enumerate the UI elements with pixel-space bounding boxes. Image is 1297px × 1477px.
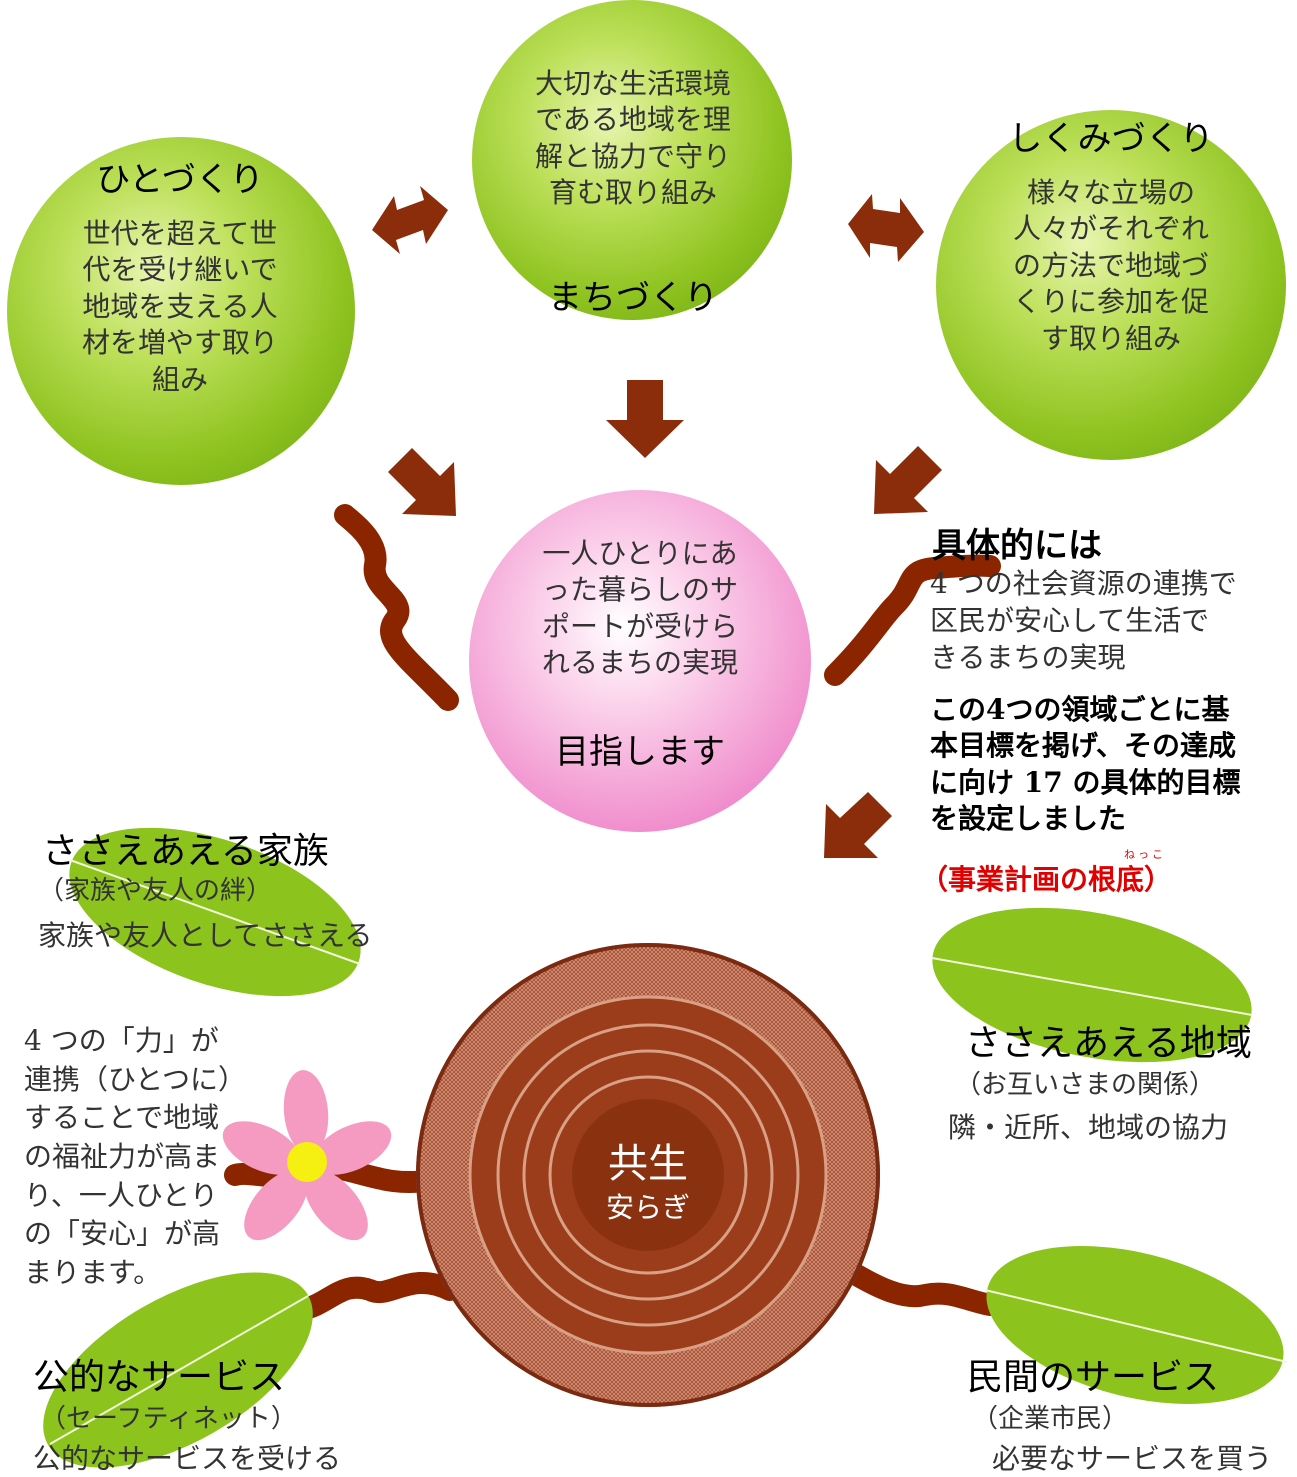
leaf-family <box>69 827 361 997</box>
concrete-red: （事業計画の根底） <box>920 863 1173 896</box>
private-sub: （企業市民） <box>972 1404 1129 1434</box>
machi-body: 大切な生活環境 である地域を理 解と協力で守り 育む取り組み <box>534 67 731 210</box>
arrow-hito-machi <box>372 186 448 254</box>
arrow-machi-shikumi <box>848 194 924 262</box>
private-title: 民間のサービス <box>967 1357 1220 1398</box>
region-sub: （お互いさまの関係） <box>955 1070 1216 1100</box>
family-desc: 家族や友人としてささえる <box>38 919 373 952</box>
goal-title: 目指します <box>555 732 725 772</box>
region-title: ささえあえる地域 <box>965 1023 1252 1064</box>
circle-machizukuri <box>472 0 792 320</box>
trunk <box>416 943 880 1407</box>
machi-title: まちづくり <box>548 278 718 318</box>
trunk-title: 共生 <box>608 1141 688 1187</box>
family-title: ささえあえる家族 <box>42 831 329 872</box>
leaf-private <box>984 1246 1288 1404</box>
trunk-subtitle: 安らぎ <box>605 1191 690 1224</box>
public-desc: 公的なサービスを受ける <box>33 1442 342 1475</box>
arrow-hito-down <box>388 448 456 516</box>
family-sub: （家族や友人の絆） <box>38 876 273 906</box>
arrow-shikumi-down <box>874 446 942 514</box>
region-desc: 隣・近所、地域の協力 <box>948 1111 1229 1144</box>
circle-hitozukuri <box>7 137 355 485</box>
circle-shikumizukuri <box>936 110 1286 460</box>
hito-title: ひとづくり <box>96 160 264 200</box>
side-note: 4 つの「力」が 連携（ひとつに） することで地域 の福祉力が高ま り、一人ひと… <box>24 1024 247 1289</box>
flower <box>222 1070 392 1241</box>
circle-goal <box>469 490 811 832</box>
public-title: 公的なサービス <box>33 1357 286 1398</box>
shikumi-title: しくみづくり <box>1008 119 1214 159</box>
ruby-nekko: ねっこ <box>1124 848 1166 861</box>
public-sub: （セーフティネット） <box>40 1404 297 1434</box>
shikumi-body: 様々な立場の 人々がそれぞれ の方法で地域づ くりに参加を促 す取り組み <box>1012 176 1209 355</box>
hito-body: 世代を超えて世 代を受け継いで 地域を支える人 材を増やす取り 組み <box>81 217 278 396</box>
concrete-body: 4 つの社会資源の連携で 区民が安心して生活で きるまちの実現 <box>930 567 1237 674</box>
concrete-heading: 具体的には <box>932 526 1102 566</box>
arrow-machi-down <box>606 380 684 458</box>
arrow-concrete-down <box>824 792 892 858</box>
concrete-bold: この4つの領域ごとに基 本目標を掲げ、その達成 に向け 17 の具体的目標 を設… <box>930 693 1241 836</box>
leaf-region <box>931 907 1253 1063</box>
leaf-public <box>43 1272 313 1468</box>
private-desc: 必要なサービスを買う <box>992 1442 1273 1475</box>
goal-body: 一人ひとりにあ った暮らしのサ ポートが受けら れるまちの実現 <box>541 537 738 680</box>
